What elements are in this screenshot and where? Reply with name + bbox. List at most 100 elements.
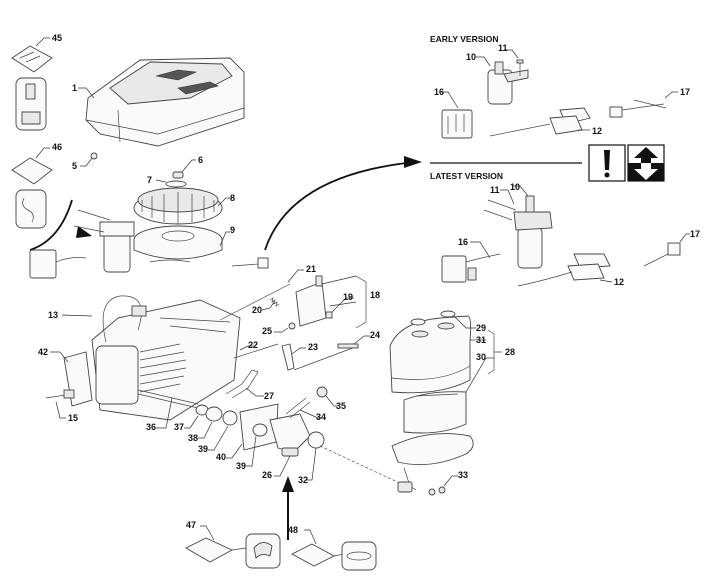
latest-connector-17[interactable]: 17 [643,229,700,267]
label-35: 35 [336,401,346,411]
label-1: 1 [72,83,77,93]
part-air-filter-base-28[interactable]: 28 [391,329,515,493]
part-gasket-37[interactable]: 37 [174,404,209,432]
part-link-24[interactable]: 24 [293,330,380,371]
kit-47[interactable]: 47 [185,520,281,569]
latest-coil-12[interactable]: 12 [517,253,624,287]
label-5: 5 [72,161,77,171]
part-nut-6[interactable]: 6 [172,155,203,179]
label-45: 45 [52,33,62,43]
latest-module-16[interactable]: 16 [441,237,501,283]
part-gasket-39-lower[interactable]: 39 [236,423,268,471]
kit-46[interactable]: 46 [11,142,62,229]
label-18: 18 [370,290,380,300]
label-42: 42 [38,347,48,357]
label-20: 20 [252,305,262,315]
label-21: 21 [306,264,316,274]
label-31: 31 [476,335,486,345]
part-gasket-32[interactable]: 32 [298,431,325,485]
label-7: 7 [147,175,152,185]
label-24: 24 [370,330,380,340]
replacement-up-down-arrows-icon [627,144,665,182]
part-screw-5[interactable]: 5 [72,152,98,171]
part-spring-20[interactable]: 20 [252,297,280,315]
label-13: 13 [48,310,58,320]
early-connector-17[interactable]: 17 [609,87,690,118]
label-22: 22 [248,340,258,350]
part-blower-housing[interactable]: 1 [72,57,245,147]
label-34: 34 [316,412,326,422]
part-fan-8[interactable]: 8 [133,187,235,225]
part-rod-22[interactable]: 22 [233,340,279,359]
label-17-latest: 17 [690,229,700,239]
label-30: 30 [476,352,486,362]
part-air-filter-cover-31[interactable]: 31 [389,315,486,394]
label-26: 26 [262,470,272,480]
early-screw-11[interactable]: 11 [498,43,524,76]
latest-screws-11[interactable]: 11 [483,185,517,221]
label-33: 33 [458,470,468,480]
kit-48[interactable]: 48 [288,525,377,571]
version-arrow [264,161,416,251]
part-nuts-33[interactable]: 33 [428,470,468,496]
part-carburetor-26[interactable]: 26 [262,413,311,480]
part-knob-29[interactable]: 29 [410,310,486,333]
label-12-early: 12 [592,126,602,136]
label-29: 29 [476,323,486,333]
latest-ignition-coil-10[interactable]: 10 [510,182,553,269]
part-sensor-15[interactable]: 15 [45,389,78,423]
latest-version-title: LATEST VERSION [430,171,503,181]
label-39-lower: 39 [236,461,246,471]
part-spark-plug-wire-13[interactable]: 13 [48,295,147,343]
label-38: 38 [188,433,198,443]
parts-bag-icon [185,537,234,563]
part-flywheel-9[interactable]: 9 [133,225,235,260]
label-39-upper: 39 [198,444,208,454]
label-25: 25 [262,326,272,336]
part-fuel-hose-34[interactable]: 34 [285,397,326,422]
label-28: 28 [505,347,515,357]
part-washer-7[interactable]: 7 [147,175,187,188]
kit-45[interactable]: 45 [11,33,62,131]
o-ring-inset [341,541,377,571]
part-governor-bracket-18[interactable]: 18 [295,275,380,329]
label-32: 32 [298,475,308,485]
part-fitting-35[interactable]: 35 [316,386,346,411]
warning-exclamation-icon [588,144,626,182]
part-stud-36[interactable]: 36 [137,389,199,432]
engine-block[interactable] [91,299,241,421]
early-module-16[interactable]: 16 [434,87,473,139]
dashed-alignment-line [319,445,407,487]
early-coil-12[interactable]: 12 [489,107,602,137]
wiring-clip-inset [15,189,47,229]
label-47: 47 [186,520,196,530]
early-ignition-coil-10[interactable]: 10 [466,52,529,105]
label-9: 9 [230,225,235,235]
part-clip-19[interactable]: 19 [325,292,354,319]
part-gasket-39-upper[interactable]: 39 [198,410,238,454]
label-40: 40 [216,452,226,462]
label-48: 48 [288,525,298,535]
starter-motor-ghost [29,209,191,279]
label-15: 15 [68,413,78,423]
part-lever-23[interactable]: 23 [281,342,318,371]
part-screw-25[interactable]: 25 [262,322,296,336]
parts-bag-icon [291,543,335,567]
part-filter-element-30[interactable]: 30 [403,352,494,434]
label-6: 6 [198,155,203,165]
parts-bag-icon [11,157,53,185]
connector-ghost [231,257,269,269]
label-19: 19 [343,292,353,302]
label-11-latest: 11 [490,185,500,195]
label-36: 36 [146,422,156,432]
part-rod-21[interactable]: 21 [219,264,316,321]
label-12-latest: 12 [614,277,624,287]
part-spacer-38[interactable]: 38 [188,406,223,443]
label-11-early: 11 [498,43,508,53]
part-breather-tube-27[interactable]: 27 [225,369,274,401]
curved-arrow [29,199,73,251]
label-16-early: 16 [434,87,444,97]
parts-bag-icon [11,45,53,73]
label-10-latest: 10 [510,182,520,192]
